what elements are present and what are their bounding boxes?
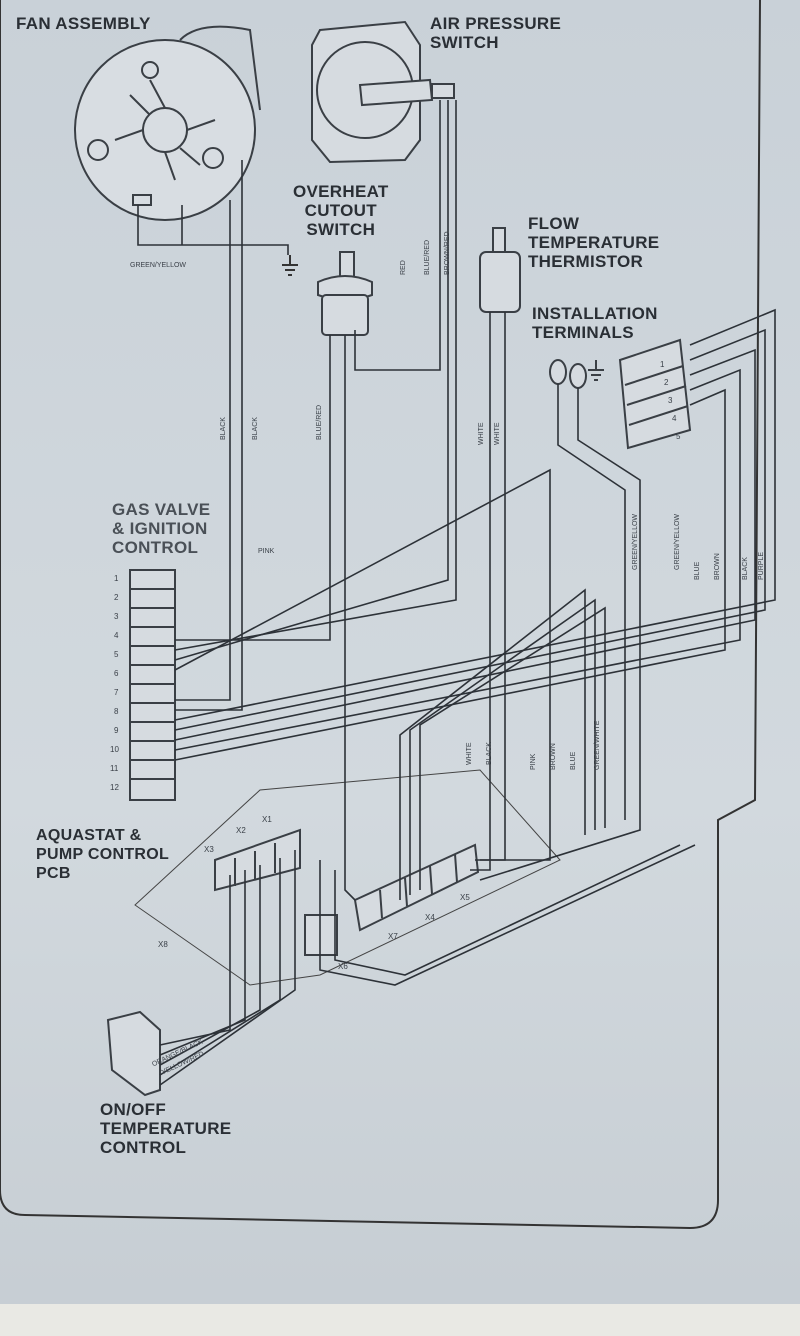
onoff-control-drawing	[106, 1010, 161, 1097]
wire-label-black-2: BLACK	[252, 417, 259, 440]
wires	[137, 100, 776, 1086]
terminal-pin: 2	[664, 378, 669, 387]
gas-valve-pin: 4	[114, 631, 119, 640]
air-pressure-switch-drawing	[311, 20, 455, 164]
gas-valve-pin: 10	[110, 745, 119, 754]
gas-valve-label: GAS VALVE & IGNITION CONTROL	[112, 500, 211, 557]
wire-label-green-yellow-3: GREEN/YELLOW	[674, 513, 681, 570]
connector-x3: X3	[204, 845, 214, 854]
connector-x5: X5	[460, 893, 470, 902]
wire-label-black-1: BLACK	[220, 417, 227, 440]
gas-valve-pin: 2	[114, 593, 119, 602]
wire-label-green-yellow-2: GREEN/YELLOW	[632, 513, 639, 570]
flow-thermistor-label: FLOW TEMPERATURE THERMISTOR	[528, 214, 660, 271]
gas-valve-pin: 11	[110, 764, 119, 773]
gas-valve-pin: 1	[114, 574, 119, 583]
wire-label-purple: PURPLE	[758, 551, 765, 580]
gas-valve-pin: 5	[114, 650, 119, 659]
wire-label-green-white: GREEN/WHITE	[594, 720, 601, 770]
gas-valve-pin: 6	[114, 669, 119, 678]
fan-assembly-drawing	[74, 25, 261, 221]
air-pressure-switch-label: AIR PRESSURE SWITCH	[430, 14, 562, 52]
gas-valve-pin: 3	[114, 612, 119, 621]
wire-label-blue-red: BLUE/RED	[316, 404, 323, 440]
connector-x1: X1	[262, 815, 272, 824]
overheat-cutout-drawing	[317, 251, 373, 336]
wire-label-brown-red: BROWN/RED	[444, 231, 451, 275]
aquastat-label: AQUASTAT & PUMP CONTROL PCB	[36, 827, 170, 882]
connector-x6: X6	[338, 962, 348, 971]
overheat-cutout-label: OVERHEAT CUTOUT SWITCH	[293, 182, 389, 239]
pcb-connectors	[214, 828, 480, 956]
terminal-pin: 5	[676, 432, 681, 441]
wire-label-blue-red-2: BLUE/RED	[424, 239, 431, 275]
connector-x4: X4	[425, 913, 435, 922]
wire-label-blue-2: BLUE	[570, 751, 577, 770]
wire-label-pink-2: PINK	[530, 753, 537, 770]
page-bottom-edge	[0, 1304, 800, 1336]
terminal-pin: 3	[668, 396, 673, 405]
gas-valve-pin: 7	[114, 688, 119, 697]
wire-label-white-3: WHITE	[466, 742, 473, 765]
gas-valve-connector	[129, 569, 176, 801]
flow-thermistor-drawing	[479, 227, 521, 313]
wire-label-brown: BROWN	[714, 553, 721, 580]
terminal-pin: 4	[672, 414, 677, 423]
onoff-control-label: ON/OFF TEMPERATURE CONTROL	[100, 1100, 232, 1157]
gas-valve-pin: 9	[114, 726, 119, 735]
connector-x8: X8	[158, 940, 168, 949]
installation-terminals-drawing	[549, 338, 692, 450]
wire-label-white-1: WHITE	[478, 422, 485, 445]
gas-valve-pin: 12	[110, 783, 119, 792]
terminal-pin: 1	[660, 360, 665, 369]
wire-label-green-yellow: GREEN/YELLOW	[130, 262, 187, 269]
page-border	[0, 0, 761, 1230]
gas-valve-pin: 8	[114, 707, 119, 716]
wire-label-black-4: BLACK	[486, 742, 493, 765]
wire-label-pink: PINK	[258, 548, 275, 555]
fan-assembly-label: FAN ASSEMBLY	[16, 14, 151, 33]
wire-label-red: RED	[400, 260, 407, 275]
installation-terminals-label: INSTALLATION TERMINALS	[532, 304, 658, 342]
wire-label-brown-2: BROWN	[550, 743, 557, 770]
connector-x2: X2	[236, 826, 246, 835]
wire-label-white-2: WHITE	[494, 422, 501, 445]
wire-label-blue: BLUE	[694, 561, 701, 580]
wire-label-black-3: BLACK	[742, 557, 749, 580]
connector-x7: X7	[388, 932, 398, 941]
